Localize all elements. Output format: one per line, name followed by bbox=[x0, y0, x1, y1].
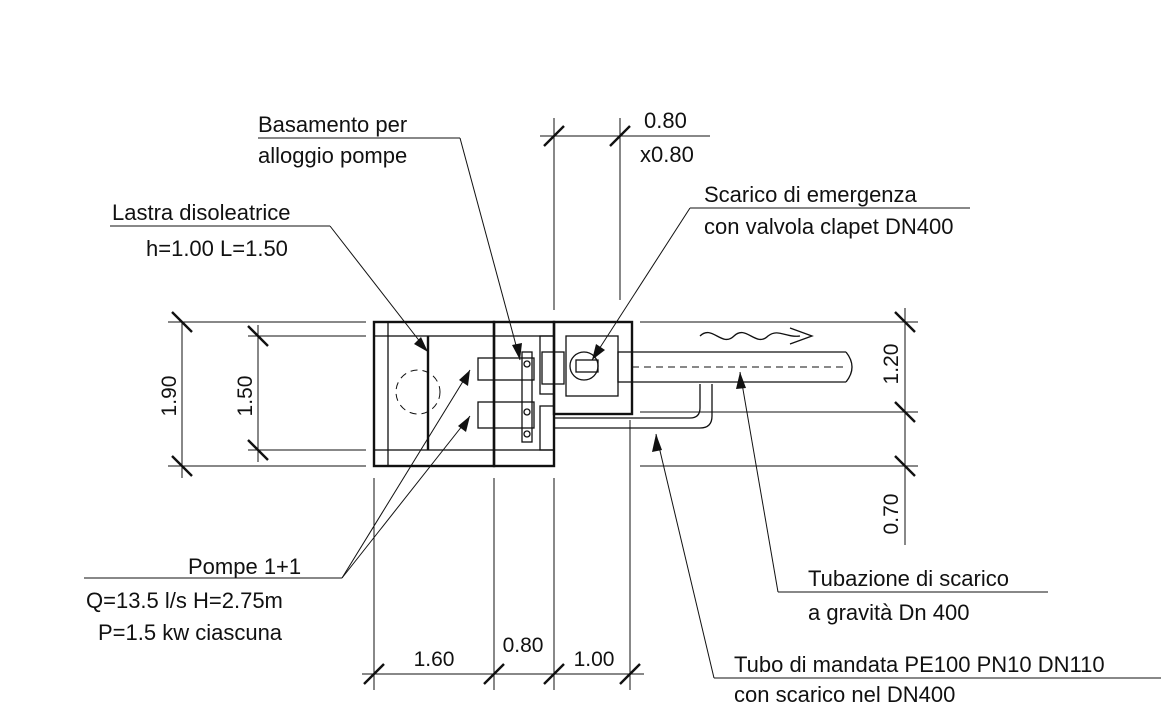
basamento-label-line2: alloggio pompe bbox=[258, 143, 407, 168]
basamento-label-line1: Basamento per bbox=[258, 112, 407, 137]
scarico-label-line1: Scarico di emergenza bbox=[704, 182, 918, 207]
annotations: Basamento per alloggio pompe Lastra diso… bbox=[86, 108, 1105, 707]
pompe-label-line1: Pompe 1+1 bbox=[188, 554, 301, 579]
dim-bottom-3: 1.00 bbox=[574, 648, 615, 671]
lastra-label-line2: h=1.00 L=1.50 bbox=[146, 236, 288, 261]
pompe-label-line3: P=1.5 kw ciascuna bbox=[98, 620, 283, 645]
valve-dim-line2: x0.80 bbox=[640, 142, 694, 167]
dim-left-outer: 1.90 bbox=[158, 376, 181, 417]
dim-right-lower: 0.70 bbox=[880, 494, 903, 535]
scarico-label-line2: con valvola clapet DN400 bbox=[704, 214, 953, 239]
leader-lines bbox=[84, 137, 1161, 679]
dim-left-inner: 1.50 bbox=[234, 376, 257, 417]
tubo-label-line2: con scarico nel DN400 bbox=[734, 682, 955, 707]
dim-bottom-1: 1.60 bbox=[414, 648, 455, 671]
tubo-label-line1: Tubo di mandata PE100 PN10 DN110 bbox=[734, 652, 1105, 677]
pompe-label-line2: Q=13.5 l/s H=2.75m bbox=[86, 588, 283, 613]
dimension-lines bbox=[168, 118, 918, 690]
tubazione-label-line1: Tubazione di scarico bbox=[808, 566, 1009, 591]
tank-structure bbox=[372, 320, 853, 468]
tubazione-label-line2: a gravità Dn 400 bbox=[808, 600, 969, 625]
lastra-label-line1: Lastra disoleatrice bbox=[112, 200, 291, 225]
dim-bottom-2: 0.80 bbox=[503, 634, 544, 657]
dim-right-upper: 1.20 bbox=[880, 344, 903, 385]
valve-dim-line1: 0.80 bbox=[644, 108, 687, 133]
